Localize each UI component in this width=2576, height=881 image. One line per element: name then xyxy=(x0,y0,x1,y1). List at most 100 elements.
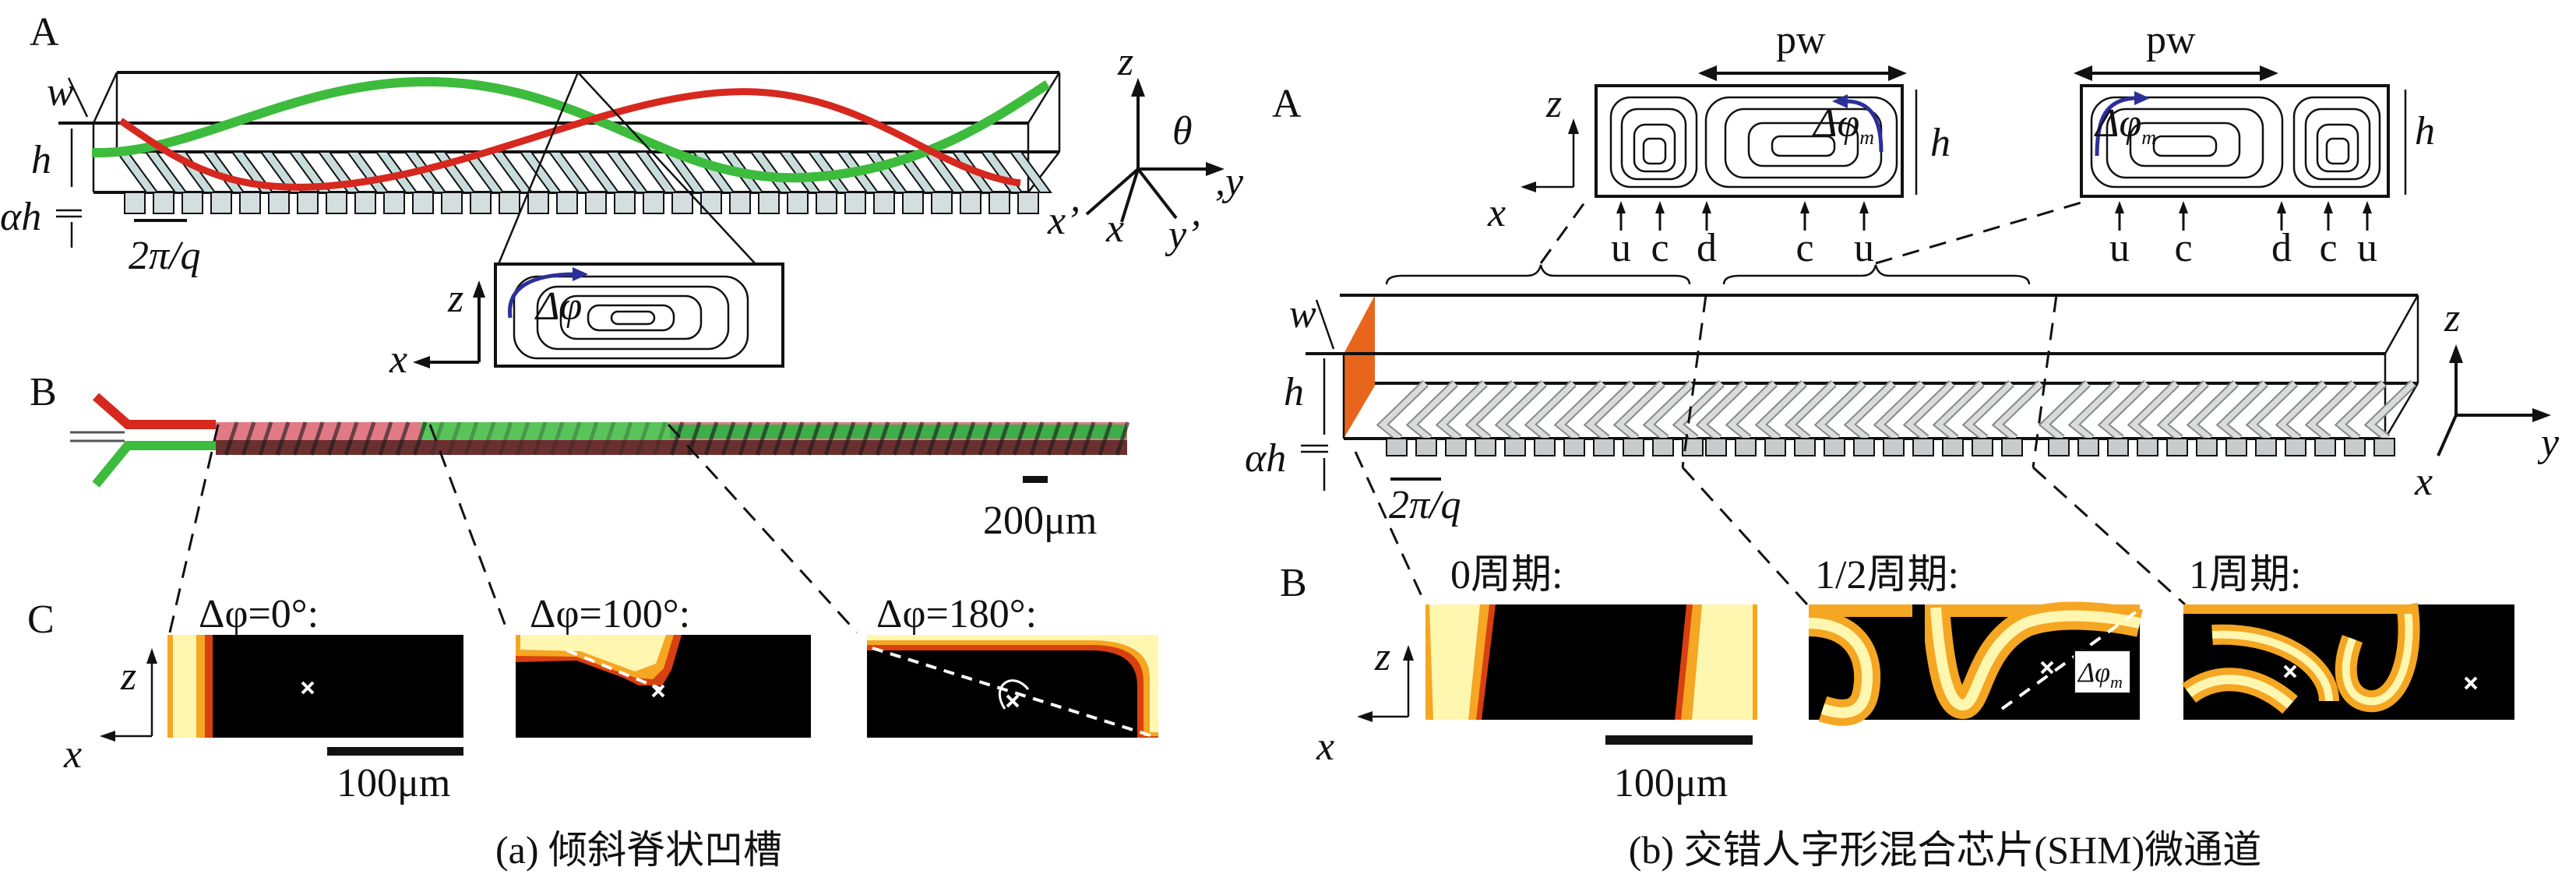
groove-tooth xyxy=(1593,438,1615,456)
groove-tooth xyxy=(268,192,290,214)
groove-shadow xyxy=(978,421,993,456)
groove-shadow xyxy=(258,421,273,456)
groove-tooth xyxy=(297,192,319,214)
flow-position-labels-2: u c d c u xyxy=(2109,226,2377,270)
heatmap-phase-0 xyxy=(167,635,463,738)
coordinate-axes-b: z y x xyxy=(2414,296,2560,504)
chevron-groove-face xyxy=(1556,381,1605,441)
phase-label: Δφ xyxy=(534,284,582,329)
groove-tooth xyxy=(816,192,837,214)
shm-inset-1: Δφm pw h z x u c d c u xyxy=(1487,18,1951,270)
heatmap-cycle-half: Δφm xyxy=(1808,601,2144,726)
chevron-groove-face xyxy=(1674,381,1724,441)
chevron-groove-face xyxy=(1644,381,1694,441)
flow-arrowhead xyxy=(2179,201,2188,213)
groove-shadow xyxy=(583,421,599,456)
groove-tooth xyxy=(2314,438,2336,456)
axis-y-label: ,y xyxy=(1215,160,1244,204)
chevron-groove-face xyxy=(2306,381,2356,441)
chevron-groove-face xyxy=(1467,381,1517,441)
groove-tooth xyxy=(1445,438,1467,456)
axis-z-label-bb: z xyxy=(1374,635,1390,679)
h-label-1: h xyxy=(1930,121,1951,165)
groove-shadow xyxy=(1115,421,1130,456)
groove-tooth xyxy=(2373,438,2395,456)
axes-c: z x xyxy=(63,648,157,777)
inset-axis-z: z xyxy=(447,277,463,321)
groove-tooth xyxy=(2196,438,2218,456)
groove-tooth xyxy=(729,192,751,214)
groove-tooth xyxy=(1794,438,1816,456)
chevron-groove-face xyxy=(1905,381,1954,441)
groove-tooth xyxy=(585,192,607,214)
groove-tooth xyxy=(1534,438,1556,456)
groove-shadow xyxy=(566,421,582,456)
groove-tooth xyxy=(873,192,895,214)
groove-tooth xyxy=(124,192,146,214)
groove-tooth xyxy=(960,192,981,214)
cross-section-inset: Δφ z x xyxy=(389,263,784,382)
groove-tooth xyxy=(239,192,261,214)
slanted-grooves xyxy=(115,151,1052,214)
groove-tooth xyxy=(2137,438,2158,456)
section-title-1: Δφ=100°: xyxy=(530,592,690,636)
flow-arrowhead xyxy=(2324,201,2333,213)
groove-tooth xyxy=(2285,438,2306,456)
groove-shadow xyxy=(378,421,393,456)
phase-label-2: Δφm xyxy=(2094,101,2156,149)
svg-text:c: c xyxy=(2174,226,2192,270)
groove-tooth xyxy=(643,192,664,214)
groove-tooth xyxy=(1883,438,1905,456)
groove-shadow xyxy=(532,421,548,456)
chevron-groove-face xyxy=(1757,381,1806,441)
svg-text:c: c xyxy=(2319,226,2337,270)
groove-tooth xyxy=(1475,438,1496,456)
groove-depth-label-b: αh xyxy=(1245,436,1286,481)
groove-shadow xyxy=(1012,421,1027,456)
scale-bar-100um: 100μm xyxy=(337,761,450,805)
groove-shadow xyxy=(395,421,411,456)
chevron-groove-face xyxy=(1845,381,1895,441)
groove-shadow xyxy=(326,421,342,456)
svg-text:u: u xyxy=(1854,226,1874,270)
groove-tooth xyxy=(2344,438,2366,456)
chevron-groove-face xyxy=(1816,381,1866,441)
groove-tooth xyxy=(787,192,809,214)
inset-axis-z: z xyxy=(1545,82,1562,126)
section-title-2-b: 1周期: xyxy=(2189,553,2301,597)
scale-bar-200um: 200μm xyxy=(983,499,1097,543)
groove-shadow xyxy=(909,421,925,456)
chevron-groove-face xyxy=(2070,381,2120,441)
groove-tooth xyxy=(1764,438,1786,456)
groove-tooth xyxy=(1415,438,1437,456)
chevron-groove-face xyxy=(1964,381,2014,441)
flow-position-labels-1: u c d c u xyxy=(1611,226,1874,270)
groove-tooth xyxy=(902,192,924,214)
groove-shadow xyxy=(738,421,753,456)
groove-tooth xyxy=(527,192,549,214)
subpanel-label-b: B xyxy=(30,370,57,414)
mixing-channel-image: 200μm xyxy=(70,393,1130,634)
groove-shadow xyxy=(703,421,719,456)
groove-tooth xyxy=(2048,438,2070,456)
chevron-groove-face xyxy=(2277,381,2327,441)
chevron-groove-face xyxy=(1496,381,1546,441)
chevron-groove-face xyxy=(1378,381,1428,441)
groove-tooth xyxy=(412,192,434,214)
groove-tooth xyxy=(931,192,953,214)
axis-z-label-c: z xyxy=(120,654,136,699)
axis-z-label: z xyxy=(1117,40,1133,84)
chevron-groove-face xyxy=(2218,381,2268,441)
groove-shadow xyxy=(498,421,513,456)
subpanel-label-c: C xyxy=(27,597,55,642)
heatmap-cycle-1 xyxy=(2182,602,2514,720)
groove-tooth xyxy=(470,192,492,214)
groove-shadow xyxy=(412,421,428,456)
groove-shadow xyxy=(995,421,1010,456)
flow-arrowhead xyxy=(2115,201,2124,213)
groove-tooth xyxy=(383,192,405,214)
groove-tooth xyxy=(1735,438,1757,456)
groove-shadow xyxy=(515,421,530,456)
chevron-groove-face xyxy=(1408,381,1457,441)
chevron-groove-face xyxy=(2158,381,2208,441)
